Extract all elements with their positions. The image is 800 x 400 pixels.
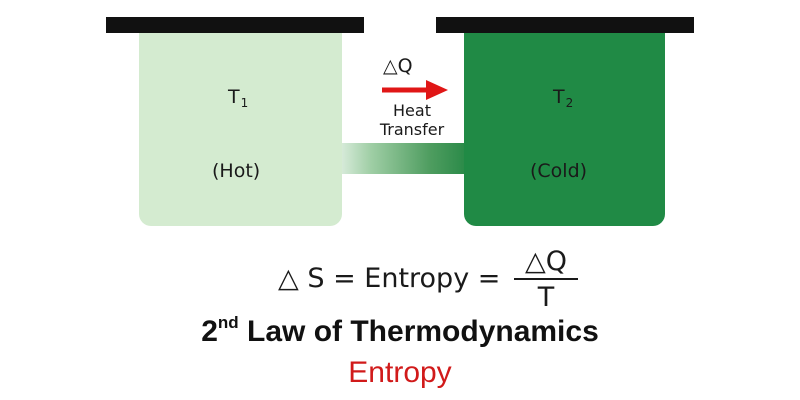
heat-flow-gradient bbox=[320, 143, 466, 174]
hot-temp-symbol: T bbox=[228, 86, 240, 108]
hot-reservoir bbox=[139, 33, 342, 226]
heat-transfer-line2: Transfer bbox=[379, 120, 445, 139]
cold-temperature: T2 bbox=[553, 86, 574, 110]
heat-quantity-label: △Q bbox=[383, 55, 413, 77]
fraction-denominator: T bbox=[537, 282, 555, 313]
right-arrow-icon bbox=[382, 80, 448, 100]
hot-reservoir-plate bbox=[106, 17, 364, 33]
title-rest: Law of Thermodynamics bbox=[238, 315, 599, 348]
cold-reservoir bbox=[464, 33, 665, 226]
heat-transfer-line1: Heat bbox=[393, 101, 431, 120]
title-prefix: 2 bbox=[201, 315, 218, 348]
heat-transfer-label: Heat Transfer bbox=[358, 101, 466, 139]
cold-label: (Cold) bbox=[530, 160, 588, 182]
page-subtitle: Entropy bbox=[348, 356, 452, 389]
formula-lhs: △ S = Entropy = bbox=[278, 263, 501, 294]
fraction-numerator: △Q bbox=[524, 246, 568, 277]
cold-reservoir-plate bbox=[436, 17, 694, 33]
formula-fraction: △Q T bbox=[514, 246, 578, 313]
page-title: 2nd Law of Thermodynamics bbox=[0, 313, 800, 349]
hot-temperature: T1 bbox=[228, 86, 249, 110]
fraction-bar bbox=[514, 278, 578, 280]
title-ordinal: nd bbox=[217, 313, 239, 332]
hot-label: (Hot) bbox=[212, 160, 261, 182]
entropy-formula: △ S = Entropy = △Q T bbox=[278, 246, 598, 316]
cold-temp-symbol: T bbox=[553, 86, 565, 108]
cold-temp-index: 2 bbox=[565, 96, 574, 110]
hot-temp-index: 1 bbox=[240, 96, 249, 110]
